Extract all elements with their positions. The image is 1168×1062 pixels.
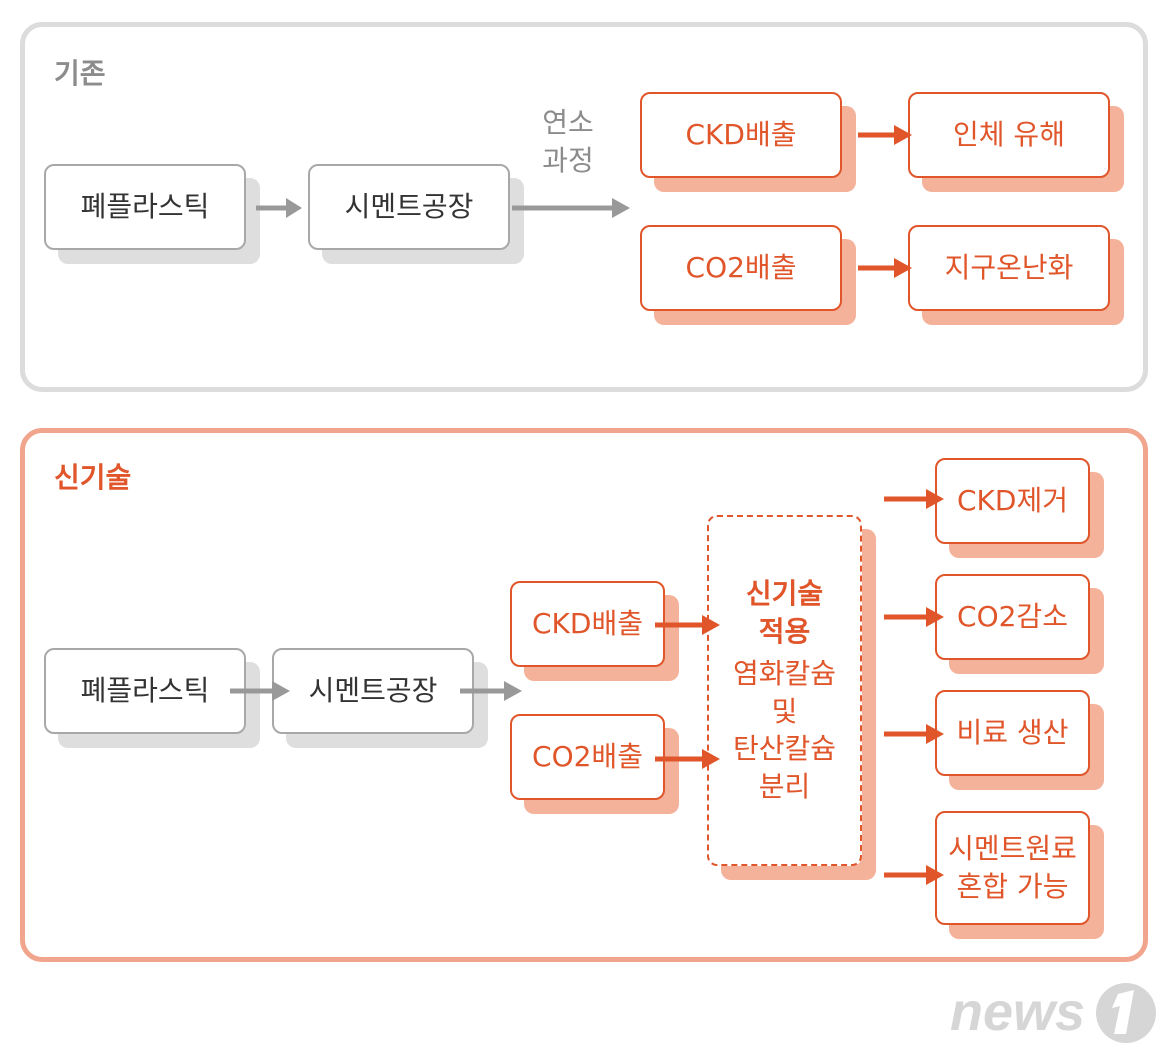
news1-logo-graphic: news	[950, 982, 1156, 1043]
arrow-new-co2-head	[702, 749, 720, 769]
cement-material-mix-box: 시멘트원료 혼합 가능	[935, 811, 1090, 925]
arrow-old-combustion-head	[612, 198, 630, 218]
existing-section-title: 기존	[54, 57, 106, 90]
human-harm-box: 인체 유해	[908, 92, 1110, 178]
arrow-new-plant-head	[504, 681, 522, 701]
old-co2-emission-box: CO2배출	[640, 225, 842, 311]
new-waste-plastic-box: 폐플라스틱	[44, 648, 246, 734]
new-technology-application-box: 신기술 적용 염화칼슘 및 탄산칼슘 분리	[707, 515, 862, 866]
tech-application-detail: 염화칼슘 및 탄산칼슘 분리	[732, 656, 837, 804]
arrow-co2-reduction-head	[926, 607, 944, 627]
global-warming-box: 지구온난화	[908, 225, 1110, 311]
news1-logo: news	[948, 978, 1158, 1048]
ckd-removal-box: CKD제거	[935, 458, 1090, 544]
arrow-new-plastic-head	[272, 681, 290, 701]
existing-process-panel	[20, 22, 1148, 392]
old-waste-plastic-box: 폐플라스틱	[44, 164, 246, 250]
new-technology-panel	[20, 428, 1148, 962]
arrow-old-plant-head	[286, 198, 302, 218]
arrow-old-co2-head	[894, 258, 912, 278]
old-cement-plant-box: 시멘트공장	[308, 164, 510, 250]
new-tech-section-title: 신기술	[54, 461, 132, 494]
svg-text:news: news	[950, 982, 1085, 1042]
tech-application-title: 신기술 적용	[745, 577, 824, 648]
arrow-ckd-removal-head	[926, 489, 944, 509]
arrow-new-ckd-head	[702, 615, 720, 635]
co2-reduction-box: CO2감소	[935, 574, 1090, 660]
arrow-fertilizer-head	[926, 724, 944, 744]
old-ckd-emission-box: CKD배출	[640, 92, 842, 178]
arrow-cement-mix-head	[926, 865, 944, 885]
arrow-old-ckd-head	[894, 125, 912, 145]
combustion-process-label: 연소 과정	[542, 106, 594, 177]
